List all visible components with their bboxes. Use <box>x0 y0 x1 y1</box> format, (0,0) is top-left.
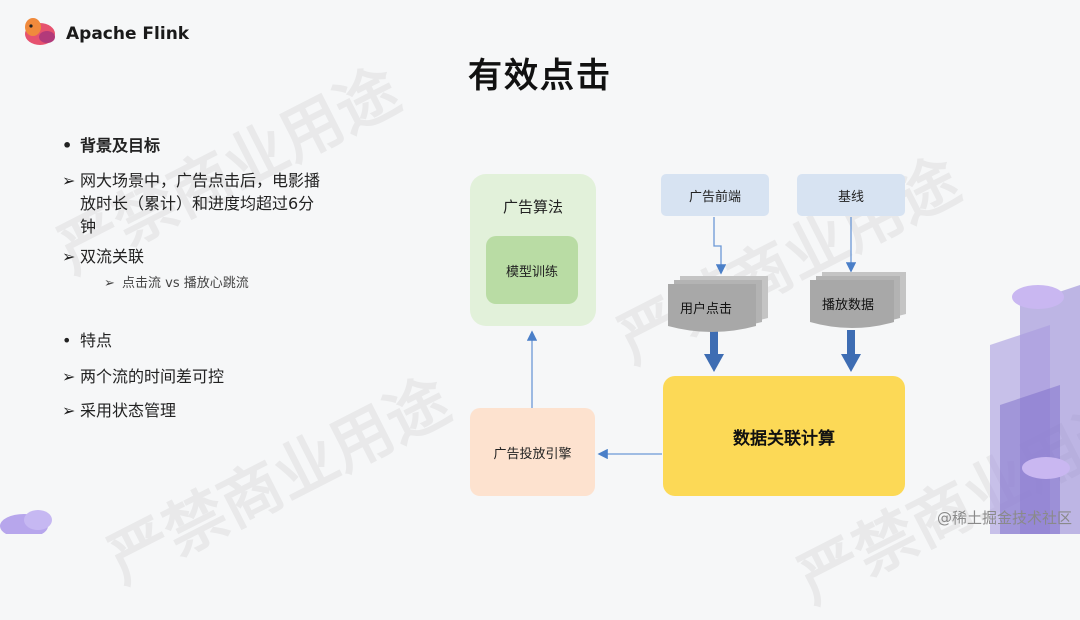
footer-source-credit: @稀土掘金技术社区 <box>936 509 1072 527</box>
ad-frontend-box: 广告前端 <box>661 174 769 216</box>
bullet-item-4: ➢采用状态管理 <box>62 401 177 420</box>
play-data-doc-stack <box>810 272 906 328</box>
frontend-to-click-arrow <box>713 217 727 275</box>
bullet-item-2-sub: ➢点击流 vs 播放心跳流 <box>104 276 249 291</box>
slide-title: 有效点击 <box>468 56 612 96</box>
arrow-bullet-icon: ➢ <box>62 401 76 420</box>
arrow-bullet-icon: ➢ <box>62 171 76 190</box>
click-to-compute-thick-arrow <box>710 330 718 356</box>
bullet-dot-icon: • <box>62 331 72 350</box>
arrow-bullet-small-icon: ➢ <box>104 276 115 291</box>
model-training-box: 模型训练 <box>486 236 578 304</box>
brand-name: Apache Flink <box>66 24 190 44</box>
bullet-features-heading: •特点 <box>62 331 113 350</box>
bullet-item-3: ➢两个流的时间差可控 <box>62 367 225 386</box>
arrow-bullet-icon: ➢ <box>62 247 76 266</box>
bullet-background-heading: •背景及目标 <box>62 136 161 155</box>
ad-delivery-engine-box: 广告投放引擎 <box>470 408 595 496</box>
bullet-item-1-line1: ➢网大场景中，广告点击后，电影播 <box>62 171 321 190</box>
play-data-label: 播放数据 <box>822 298 875 313</box>
user-click-label: 用户点击 <box>680 302 733 317</box>
play-to-compute-thick-arrow <box>847 330 855 356</box>
bullet-item-1-line2: 放时长（累计）和进度均超过6分 <box>80 194 315 213</box>
bullet-dot-icon: • <box>62 136 73 155</box>
ad-algorithm-label: 广告算法 <box>502 198 563 216</box>
decorative-cloud-graphic <box>0 510 52 534</box>
bullet-item-2: ➢双流关联 <box>62 247 145 266</box>
flink-squirrel-logo-icon <box>25 18 55 45</box>
diagram-connectors <box>526 217 906 460</box>
user-click-doc-stack <box>668 276 768 332</box>
decorative-cube-graphic <box>990 285 1080 534</box>
data-join-compute-box: 数据关联计算 <box>663 376 905 496</box>
arrow-bullet-icon: ➢ <box>62 367 76 386</box>
bullet-item-1-line3: 钟 <box>80 217 97 236</box>
baseline-box: 基线 <box>797 174 905 216</box>
